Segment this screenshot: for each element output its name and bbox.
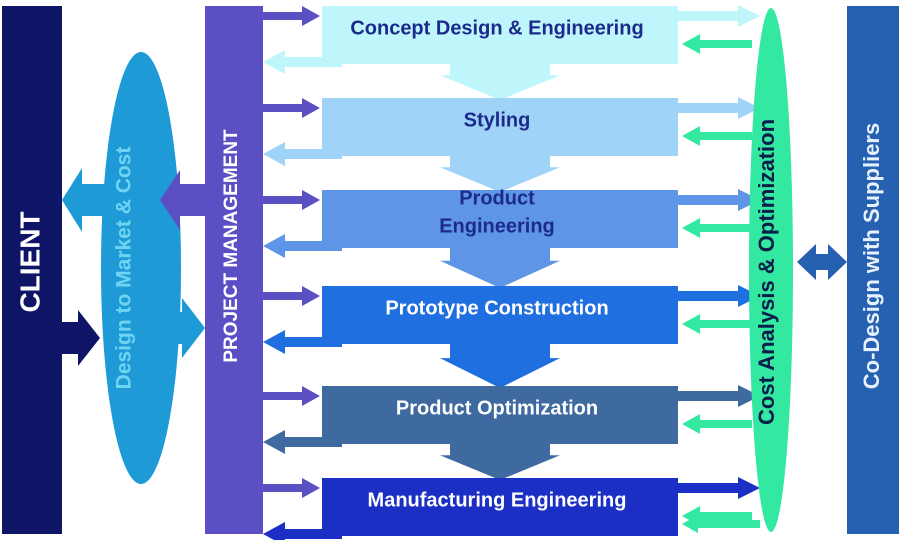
cost-to-stage-3-arrow xyxy=(682,218,752,238)
stage-2: Styling xyxy=(263,97,760,192)
project-management-group: PROJECT MANAGEMENT xyxy=(160,6,263,534)
stage-3-return-arrow xyxy=(263,234,342,258)
design-to-market-ellipse xyxy=(101,52,181,484)
stage-2-to-cost-arrow xyxy=(674,97,760,119)
stage-5: Product Optimization xyxy=(263,385,760,480)
pm-to-stage-4-arrow xyxy=(263,286,320,306)
stage-6-to-cost-arrow xyxy=(674,477,760,499)
stage-5-box xyxy=(322,386,678,444)
stage-1-to-cost-arrow xyxy=(674,5,760,27)
stage-1-box xyxy=(322,6,678,64)
stage-4-label-line-1: Prototype Construction xyxy=(385,297,608,319)
cost-bottom-return-arrow xyxy=(682,515,760,533)
stage-1: Concept Design & Engineering xyxy=(263,5,760,100)
pm-left-arrow xyxy=(160,170,206,230)
cost-to-stage-4-arrow xyxy=(682,314,752,334)
stage-3-box xyxy=(322,190,678,248)
cost-analysis-group: Cost Analysis & Optimization xyxy=(749,8,793,532)
design-to-market-label: Design to Market & Cost xyxy=(113,147,136,390)
codesign-bar xyxy=(847,6,899,534)
stage-2-label-line-1: Styling xyxy=(464,109,531,131)
stage-3-label-line-2: Engineering xyxy=(439,215,555,237)
client-right-arrow xyxy=(62,310,100,366)
client-bar xyxy=(2,6,62,534)
codesign-label: Co-Design with Suppliers xyxy=(859,123,884,389)
stage-3-label-line-1: Product xyxy=(459,187,535,209)
pm-to-stage-2-arrow xyxy=(263,98,320,118)
project-management-label: PROJECT MANAGEMENT xyxy=(221,129,242,363)
stage-3-down-arrow xyxy=(440,246,560,288)
pm-to-stage-6-arrow xyxy=(263,478,320,498)
stage-4: Prototype Construction xyxy=(263,285,760,388)
stage-3-to-cost-arrow xyxy=(674,189,760,211)
stage-5-label-line-1: Product Optimization xyxy=(396,397,598,419)
pm-to-stage-1-arrow xyxy=(263,6,320,26)
cost-to-stage-1-arrow xyxy=(682,34,752,54)
stage-1-label-line-1: Concept Design & Engineering xyxy=(350,17,643,39)
cost-analysis-ellipse xyxy=(749,8,793,532)
stages-layer: Concept Design & EngineeringStylingProdu… xyxy=(263,5,760,540)
stage-4-box xyxy=(322,286,678,344)
stage-6-box xyxy=(322,478,678,536)
stage-1-return-arrow xyxy=(263,50,342,74)
stage-2-box xyxy=(322,98,678,156)
stage-4-to-cost-arrow xyxy=(674,285,760,307)
pm-to-stage-3-arrow xyxy=(263,190,320,210)
cost-to-stage-2-arrow xyxy=(682,126,752,146)
cost-codesign-double-arrow xyxy=(797,244,847,280)
cost-to-stage-5-arrow xyxy=(682,414,752,434)
cost-analysis-label: Cost Analysis & Optimization xyxy=(754,119,779,425)
design-to-market-group: Design to Market & Cost xyxy=(62,52,205,484)
pm-to-stage-5-arrow xyxy=(263,386,320,406)
stage-5-return-arrow xyxy=(263,430,342,454)
stage-6: Manufacturing Engineering xyxy=(263,477,760,540)
project-management-bar xyxy=(205,6,263,534)
stage-4-down-arrow xyxy=(440,342,560,388)
stage-2-return-arrow xyxy=(263,142,342,166)
stage-5-to-cost-arrow xyxy=(674,385,760,407)
stage-1-down-arrow xyxy=(440,62,560,100)
stage-4-return-arrow xyxy=(263,330,342,354)
client-group: CLIENT xyxy=(2,6,100,534)
stage-6-label-line-1: Manufacturing Engineering xyxy=(368,489,627,511)
stage-5-down-arrow xyxy=(440,442,560,480)
client-label: CLIENT xyxy=(14,211,45,312)
stage-2-down-arrow xyxy=(440,154,560,192)
codesign-group: Co-Design with Suppliers xyxy=(797,6,899,534)
